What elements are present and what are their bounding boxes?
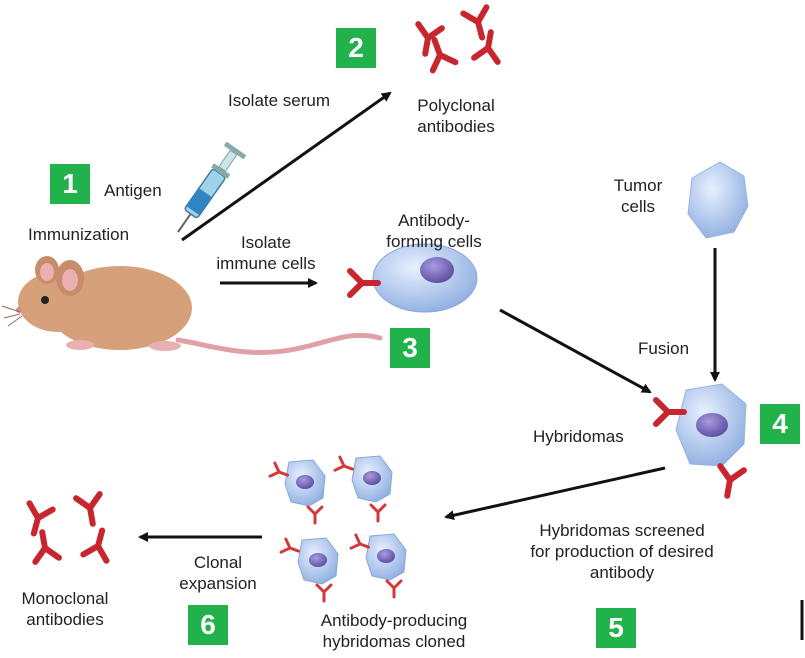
clonal-expansion-label: Clonal expansion [179, 553, 257, 593]
step-badge-6: 6 [188, 605, 228, 645]
monoclonal-label: Monoclonal antibodies [21, 589, 109, 629]
step-badge-1: 1 [50, 164, 90, 204]
monoclonal-antibodies-icon [22, 494, 113, 562]
step-badge-5: 5 [596, 608, 636, 648]
hybridoma-cell-icon [656, 383, 746, 498]
step-badge-4: 4 [760, 404, 800, 444]
polyclonal-antibodies-icon [413, 7, 502, 70]
step-badge-2: 2 [336, 28, 376, 68]
antibody-forming-label: Antibody- forming cells [386, 211, 482, 251]
tumor-cell-icon [687, 161, 749, 239]
tumor-cells-label: Tumor cells [613, 176, 663, 216]
mouse-icon [1, 256, 383, 356]
isolate-immune-label: Isolate immune cells [216, 233, 316, 273]
fusion-label: Fusion [638, 339, 690, 358]
screened-label: Hybridomas screened for production of de… [530, 521, 714, 582]
immunization-label: Immunization [28, 225, 130, 244]
step-badge-3: 3 [390, 328, 430, 368]
polyclonal-label: Polyclonal antibodies [417, 96, 495, 136]
arrow-isolate-serum [181, 91, 392, 242]
syringe-icon [177, 141, 247, 233]
arrow-to-hybridoma [499, 308, 652, 394]
antigen-label: Antigen [104, 181, 162, 200]
arrow-screening [444, 466, 666, 521]
isolate-serum-label: Isolate serum [228, 91, 331, 110]
antibody-forming-cell-icon [350, 243, 478, 313]
hybridomas-label: Hybridomas [533, 427, 624, 446]
cloned-hybridomas-icon [268, 455, 407, 603]
cloned-label: Antibody-producing hybridomas cloned [320, 611, 468, 651]
